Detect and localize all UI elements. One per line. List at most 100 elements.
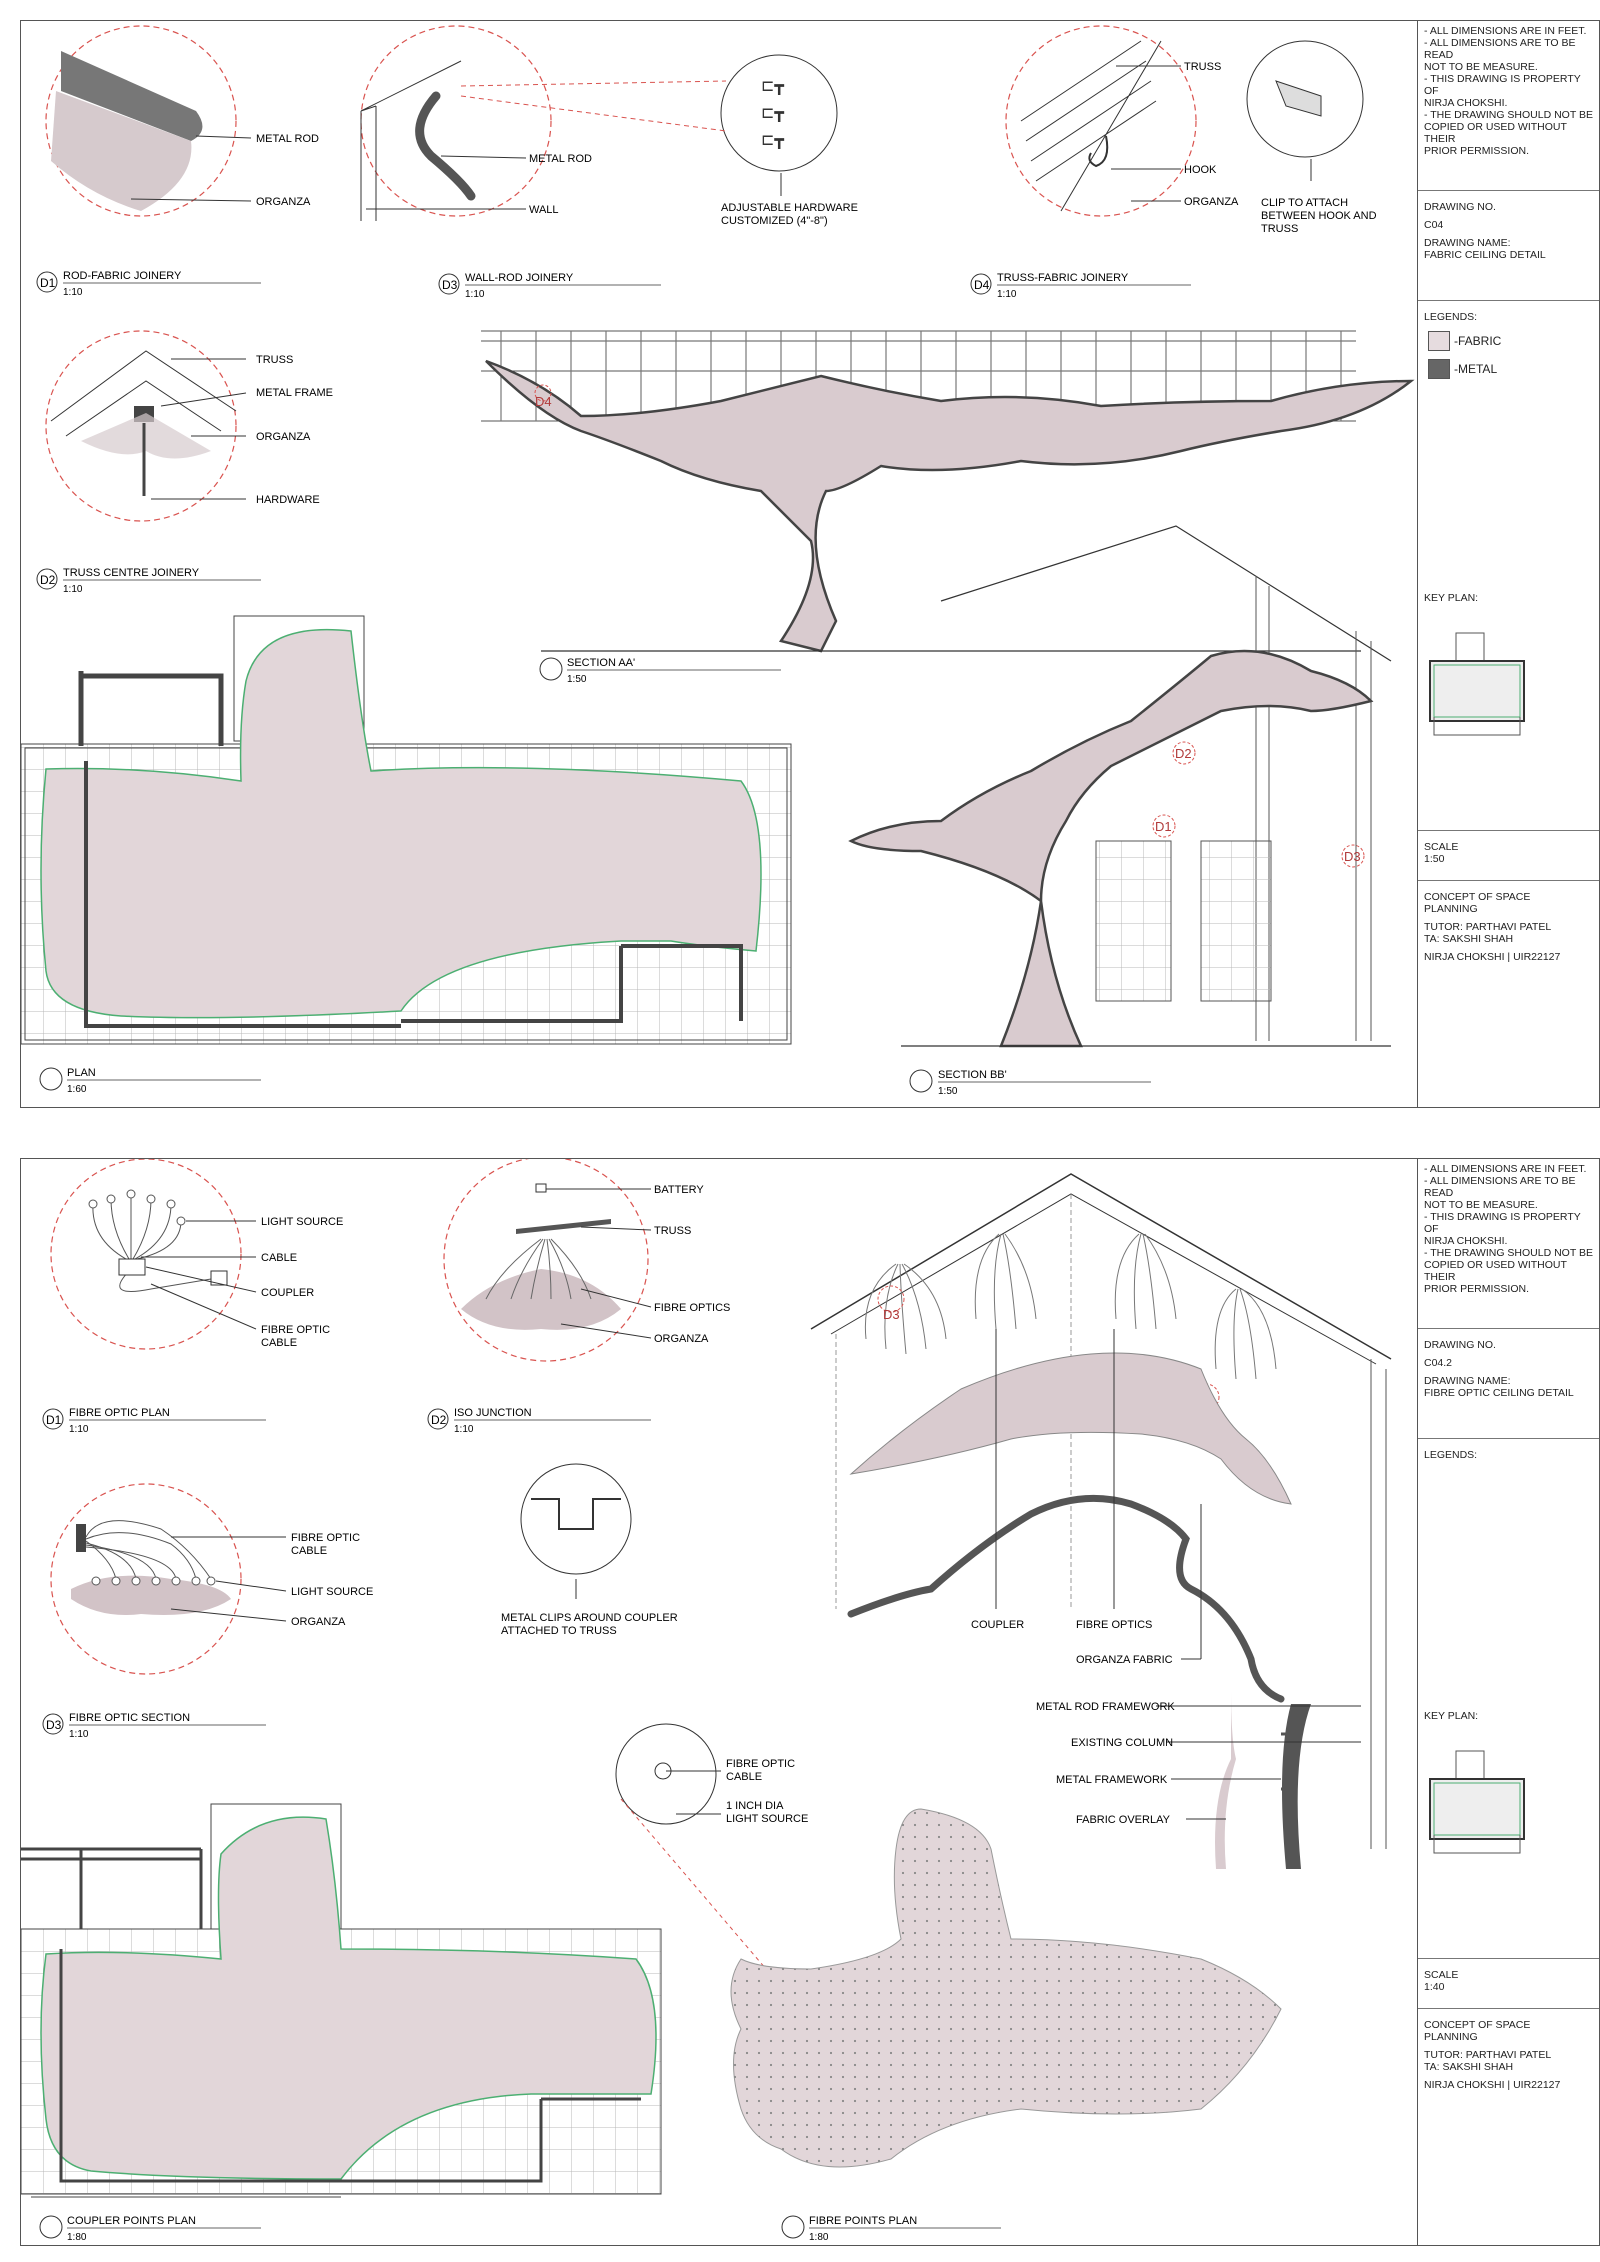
drawing-no-label: DRAWING NO. <box>1424 201 1496 213</box>
course-name-2: PLANNING <box>1424 903 1478 915</box>
label-fibre-optic: FIBRE OPTIC <box>291 1532 360 1544</box>
organza-fabric-shape <box>849 1352 1292 1505</box>
legend-metal: -METAL <box>1428 359 1593 379</box>
detail-d3-wall-rod-joinery: ⊏┳ ⊏┳ ⊏┳ METAL ROD WALL ADJUSTABLE HARDW… <box>360 25 858 300</box>
label-wall: WALL <box>529 204 559 216</box>
detail-title: FIBRE OPTIC PLAN <box>69 1407 170 1419</box>
label-fibre-optic: FIBRE OPTIC <box>261 1324 330 1336</box>
ta: TA: SAKSHI SHAH <box>1424 2061 1514 2073</box>
plan-scale: 1:60 <box>67 1084 87 1095</box>
title-block: - ALL DIMENSIONS ARE IN FEET. - ALL DIME… <box>1417 1159 1599 2245</box>
section-bb-title: SECTION BB' <box>938 1069 1007 1081</box>
legend-fabric-label: -FABRIC <box>1454 334 1502 348</box>
detail-d1-fibre-optic-plan: LIGHT SOURCE CABLE COUPLER FIBRE OPTIC C… <box>42 1159 343 1435</box>
metal-framework-shape <box>1282 1704 1311 1869</box>
label-customized: CUSTOMIZED (4"-8") <box>721 215 828 227</box>
clip-circle <box>1246 40 1364 158</box>
tutor: TUTOR: PARTHAVI PATEL <box>1424 2049 1552 2061</box>
detail-scale: 1:10 <box>997 289 1017 300</box>
scale-value: 1:50 <box>1424 853 1445 865</box>
fabric-canopy-bb <box>848 649 1374 1048</box>
note-line: PRIOR PERMISSION. <box>1424 145 1530 157</box>
label-battery: BATTERY <box>654 1184 704 1196</box>
label-truss: TRUSS <box>1184 61 1221 73</box>
detail-circle <box>45 330 237 522</box>
metal-rod-framework <box>847 1494 1285 1703</box>
detail-circle <box>1005 25 1197 217</box>
legends-label: LEGENDS: <box>1424 1449 1478 1461</box>
hardware-icon: ⊏┳ <box>761 78 784 95</box>
callout-d2: D2 <box>1175 746 1192 761</box>
key-plan <box>1429 1750 1525 1854</box>
legends-label: LEGENDS: <box>1424 311 1478 323</box>
label-metal-rod-framework: METAL ROD FRAMEWORK <box>1036 1701 1175 1713</box>
sheet2-drawing-area: LIGHT SOURCE CABLE COUPLER FIBRE OPTIC C… <box>21 1159 1392 2243</box>
drawing-name-label: DRAWING NAME: <box>1424 1375 1511 1387</box>
fibre-note-1: FIBRE OPTIC <box>726 1758 795 1770</box>
coupler-plan-scale: 1:80 <box>67 2232 87 2243</box>
drawing-sheet-c04-2: LIGHT SOURCE CABLE COUPLER FIBRE OPTIC C… <box>20 1158 1600 2246</box>
fabric-swatch <box>1428 331 1450 351</box>
label-hardware: HARDWARE <box>256 494 320 506</box>
label-coupler: COUPLER <box>261 1287 314 1299</box>
legend-fabric: -FABRIC <box>1428 331 1593 351</box>
section-bb: D2 D1 D3 SECTION BB' 1:50 <box>848 525 1392 1097</box>
drawing-name: FIBRE OPTIC CEILING DETAIL <box>1424 1387 1574 1399</box>
label-organza: ORGANZA <box>256 431 311 443</box>
drawing-no: C04 <box>1424 219 1444 231</box>
detail-d3-fibre-optic-section: FIBRE OPTIC CABLE LIGHT SOURCE ORGANZA D… <box>42 1483 373 1740</box>
section-bb-scale: 1:50 <box>938 1086 958 1097</box>
fibre-optic-section: D3 D2 COUPLER FIBRE OPTICS ORGANZA FABRI… <box>810 1173 1392 1869</box>
detail-d1-rod-fabric-joinery: METAL ROD ORGANZA D1 ROD-FABRIC JOINERY … <box>36 25 319 298</box>
clip-icon <box>1275 80 1322 117</box>
detail-tag: D2 <box>40 573 56 587</box>
hardware-icon: ⊏┳ <box>761 132 784 149</box>
label-existing-column: EXISTING COLUMN <box>1071 1737 1173 1749</box>
detail-tag: D4 <box>974 278 990 292</box>
note-line: COPIED OR USED WITHOUT THEIR <box>1424 1259 1567 1283</box>
section-aa-scale: 1:50 <box>567 674 587 685</box>
label-fibre-optics: FIBRE OPTICS <box>1076 1619 1152 1631</box>
section-aa: D4 SECTION AA' 1:50 <box>481 330 1415 685</box>
detail-tag: D3 <box>442 278 458 292</box>
label-light-source: LIGHT SOURCE <box>291 1586 373 1598</box>
drawing-no-label: DRAWING NO. <box>1424 1339 1496 1351</box>
scale-value: 1:40 <box>1424 1981 1445 1993</box>
detail-tag: D1 <box>40 276 56 290</box>
label-metal-rod: METAL ROD <box>529 153 592 165</box>
drawing-no: C04.2 <box>1424 1357 1453 1369</box>
coupler-plan-title: COUPLER POINTS PLAN <box>67 2215 196 2227</box>
detail-title: TRUSS CENTRE JOINERY <box>63 567 200 579</box>
scale-label: SCALE <box>1424 1969 1459 1981</box>
label-fabric-overlay: FABRIC OVERLAY <box>1076 1814 1171 1826</box>
hardware-circle <box>720 54 838 172</box>
detail-scale: 1:10 <box>69 1729 89 1740</box>
detail-scale: 1:10 <box>69 1424 89 1435</box>
label-adjustable-hardware: ADJUSTABLE HARDWARE <box>721 202 858 214</box>
label-organza-fabric: ORGANZA FABRIC <box>1076 1654 1173 1666</box>
title-block-legends: LEGENDS: KEY PLAN: <box>1418 1439 1599 1959</box>
note-line: - ALL DIMENSIONS ARE IN FEET. <box>1424 25 1587 37</box>
detail-circle <box>360 25 552 217</box>
callout-d4: D4 <box>535 394 552 409</box>
note-line: - THIS DRAWING IS PROPERTY OF <box>1424 1211 1581 1235</box>
label-cable-2: CABLE <box>261 1337 297 1349</box>
label-organza: ORGANZA <box>256 196 311 208</box>
detail-d2-truss-centre-joinery: TRUSS METAL FRAME ORGANZA HARDWARE D2 TR… <box>36 330 333 595</box>
tutor: TUTOR: PARTHAVI PATEL <box>1424 921 1552 933</box>
key-plan <box>1429 632 1525 736</box>
plan-title: PLAN <box>67 1067 96 1079</box>
coupler-box <box>118 1258 146 1276</box>
note-line: - THE DRAWING SHOULD NOT BE <box>1424 1247 1593 1259</box>
detail-scale: 1:10 <box>63 287 83 298</box>
hardware-icon: ⊏┳ <box>761 105 784 122</box>
student: NIRJA CHOKSHI | UIR22127 <box>1424 951 1561 963</box>
plan-view: PLAN 1:60 <box>21 615 792 1095</box>
label-truss: TRUSS <box>654 1225 691 1237</box>
callout-d1: D1 <box>1155 819 1172 834</box>
scale-label: SCALE <box>1424 841 1459 853</box>
fabric-canopy-aa <box>485 359 1415 653</box>
clip-note-2: ATTACHED TO TRUSS <box>501 1625 617 1637</box>
label-hook: HOOK <box>1184 164 1217 176</box>
detail-title: ISO JUNCTION <box>454 1407 532 1419</box>
